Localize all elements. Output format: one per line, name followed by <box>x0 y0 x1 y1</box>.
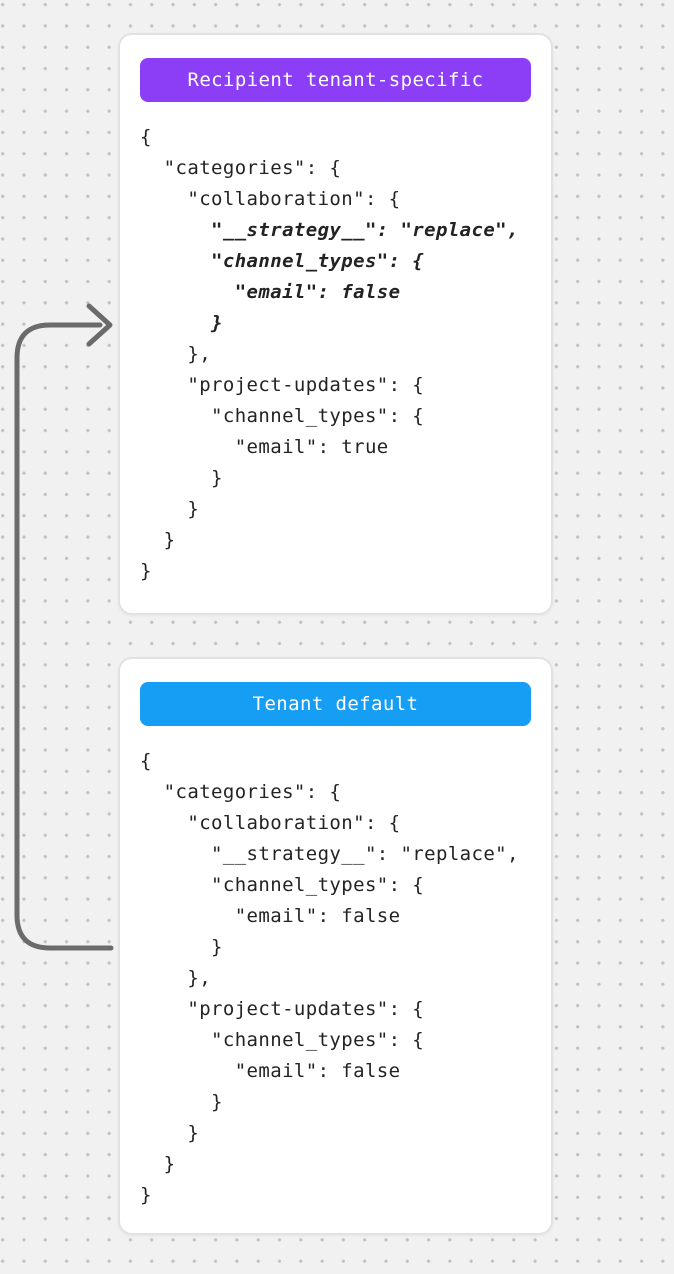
code-line: "email": true <box>140 436 389 458</box>
code-line: }, <box>140 967 212 989</box>
code-line: } <box>140 1122 200 1144</box>
code-line: "channel_types": { <box>140 405 425 427</box>
code-line: "email": false <box>140 281 401 303</box>
code-line: } <box>140 936 223 958</box>
code-line: "channel_types": { <box>140 874 425 896</box>
code-line: } <box>140 467 223 489</box>
arrow-line <box>14 322 114 951</box>
code-line: { <box>140 126 152 148</box>
code-line: "email": false <box>140 1060 401 1082</box>
code-line: } <box>140 560 152 582</box>
code-line: "project-updates": { <box>140 998 425 1020</box>
code-line: "categories": { <box>140 781 342 803</box>
tenant-default-badge: Tenant default <box>140 682 531 726</box>
recipient-tenant-specific-json: { "categories": { "collaboration": { "__… <box>140 122 531 587</box>
code-line: } <box>140 498 200 520</box>
code-line: "__strategy__": "replace", <box>140 843 519 865</box>
code-line: } <box>140 1091 223 1113</box>
code-line: "collaboration": { <box>140 188 401 210</box>
code-line: }, <box>140 343 212 365</box>
arrowhead-icon <box>86 303 113 347</box>
code-line: "channel_types": { <box>140 1029 425 1051</box>
recipient-tenant-specific-badge: Recipient tenant-specific <box>140 58 531 102</box>
code-line: "categories": { <box>140 157 342 179</box>
code-line: } <box>140 1153 176 1175</box>
card-recipient-tenant-specific: Recipient tenant-specific { "categories"… <box>118 33 553 615</box>
code-line: "email": false <box>140 905 401 927</box>
code-line: { <box>140 750 152 772</box>
code-line: "__strategy__": "replace", <box>140 219 519 241</box>
code-line: } <box>140 312 223 334</box>
code-line: "channel_types": { <box>140 250 425 272</box>
code-line: } <box>140 1184 152 1206</box>
code-line: "collaboration": { <box>140 812 401 834</box>
code-line: "project-updates": { <box>140 374 425 396</box>
code-line: } <box>140 529 176 551</box>
tenant-default-json: { "categories": { "collaboration": { "__… <box>140 746 531 1211</box>
card-tenant-default: Tenant default { "categories": { "collab… <box>118 657 553 1235</box>
